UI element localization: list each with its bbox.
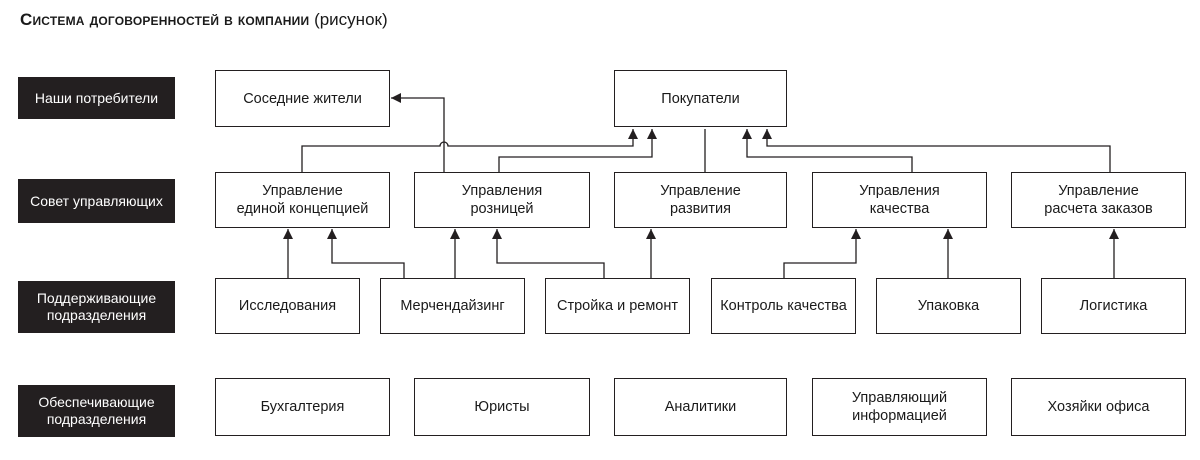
node-logistics: Логистика (1041, 278, 1186, 334)
node-buyers: Покупатели (614, 70, 787, 127)
diagram-title: Система договоренностей в компании (рису… (20, 10, 388, 30)
link-qctrl-quality (783, 229, 861, 278)
node-merch: Мерчендайзинг (380, 278, 525, 334)
node-lawyers: Юристы (414, 378, 590, 436)
node-packaging: Упаковка (876, 278, 1021, 334)
row-label-consumers: Наши потребители (18, 77, 175, 119)
node-concept: Управление единой концепцией (215, 172, 390, 228)
link-construction-retail (492, 229, 605, 278)
link-orders-buyers (762, 129, 1111, 172)
link-retail-buyers (498, 129, 657, 172)
link-quality-buyers (742, 129, 913, 172)
link-merch-concept (327, 229, 405, 278)
link-concept-buyers (301, 129, 638, 172)
node-retail: Управления розницей (414, 172, 590, 228)
row-label-support: Поддерживающие подразделения (18, 281, 175, 333)
node-accounting: Бухгалтерия (215, 378, 390, 436)
node-quality-mgmt: Управления качества (812, 172, 987, 228)
node-research: Исследования (215, 278, 360, 334)
row-label-provide: Обеспечивающие подразделения (18, 385, 175, 437)
node-info-mgr: Управляющий информацией (812, 378, 987, 436)
node-office: Хозяйки офиса (1011, 378, 1186, 436)
node-development: Управление развития (614, 172, 787, 228)
title-main: Система договоренностей в компании (20, 10, 310, 29)
node-analytics: Аналитики (614, 378, 787, 436)
node-orders: Управление расчета заказов (1011, 172, 1186, 228)
node-neighbors: Соседние жители (215, 70, 390, 127)
node-construction: Стройка и ремонт (545, 278, 690, 334)
title-note: (рисунок) (314, 10, 388, 29)
node-quality-ctrl: Контроль качества (711, 278, 856, 334)
link-retail-neighbors (391, 93, 445, 172)
row-label-council: Совет управляющих (18, 179, 175, 223)
